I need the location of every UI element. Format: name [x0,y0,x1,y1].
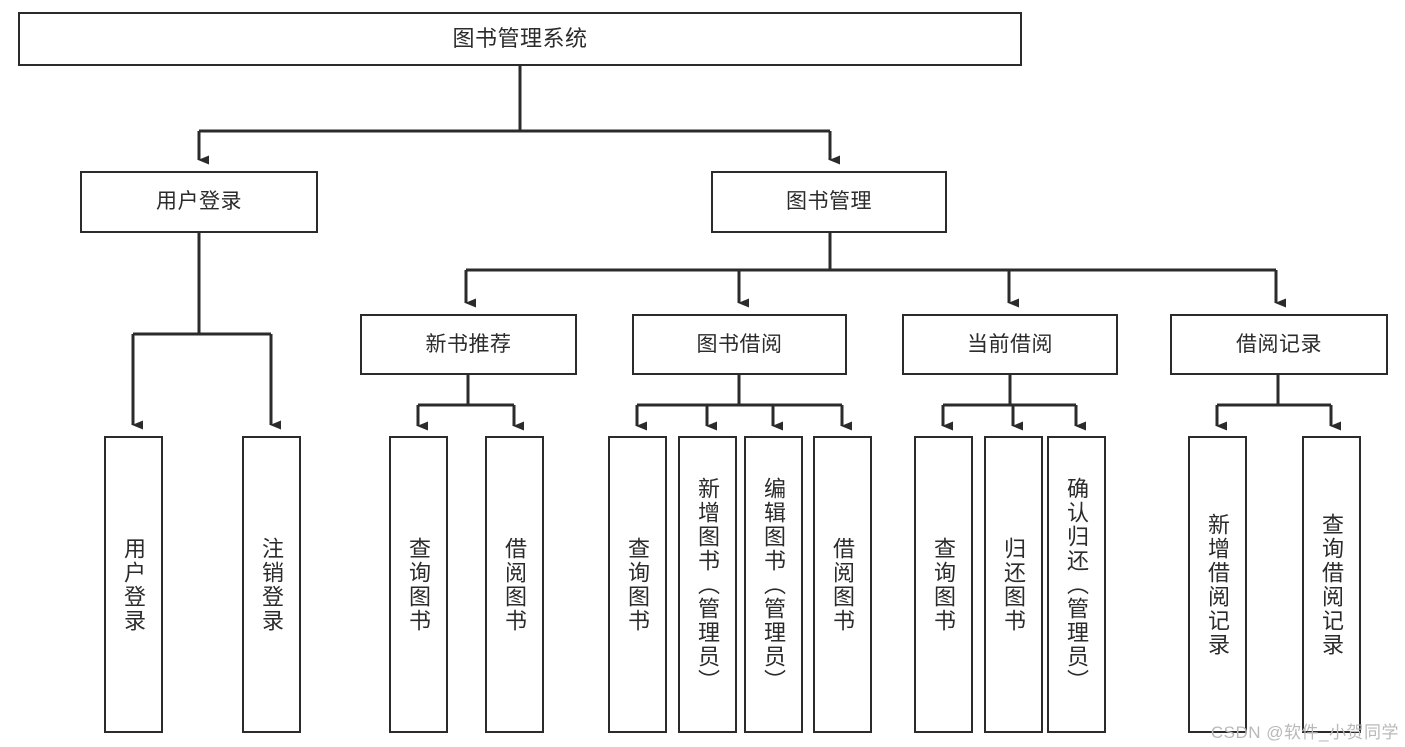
leaf-add-borrow-record-label: 新增借阅记录 [1205,512,1231,657]
leaf-query-book-recommend[interactable]: 查询图书 [389,436,448,733]
node-book-management[interactable]: 图书管理 [711,171,947,233]
node-book-management-label: 图书管理 [786,190,872,214]
node-borrow-record-label: 借阅记录 [1236,332,1322,356]
node-book-borrow[interactable]: 图书借阅 [632,314,847,375]
node-user-login-label: 用户登录 [156,190,242,214]
leaf-query-book-current[interactable]: 查询图书 [914,436,973,733]
leaf-query-book-recommend-label: 查询图书 [406,536,432,633]
node-new-book-recommend[interactable]: 新书推荐 [360,314,577,375]
leaf-add-borrow-record[interactable]: 新增借阅记录 [1188,436,1247,733]
node-current-borrow-label: 当前借阅 [967,332,1053,356]
leaf-borrow-book-recommend[interactable]: 借阅图书 [485,436,544,733]
node-book-borrow-label: 图书借阅 [696,332,783,356]
leaf-query-book-borrow-label: 查询图书 [625,536,651,633]
leaf-query-book-current-label: 查询图书 [931,536,957,633]
node-root[interactable]: 图书管理系统 [18,12,1022,66]
leaf-confirm-return-admin[interactable]: 确认归还（管理员） [1047,436,1106,733]
leaf-borrow-book[interactable]: 借阅图书 [813,436,872,733]
leaf-query-borrow-record-label: 查询借阅记录 [1319,512,1345,657]
leaf-user-login-label: 用户登录 [121,536,147,633]
leaf-query-borrow-record[interactable]: 查询借阅记录 [1302,436,1361,733]
leaf-return-book-label: 归还图书 [1001,536,1027,633]
node-borrow-record[interactable]: 借阅记录 [1170,314,1388,375]
leaf-return-book[interactable]: 归还图书 [984,436,1043,733]
leaf-add-book-admin[interactable]: 新增图书（管理员） [678,436,737,733]
leaf-edit-book-admin[interactable]: 编辑图书（管理员） [744,436,803,733]
leaf-query-book-borrow[interactable]: 查询图书 [608,436,667,733]
leaf-edit-book-admin-label: 编辑图书（管理员） [761,476,787,693]
node-new-book-recommend-label: 新书推荐 [425,332,512,356]
node-root-label: 图书管理系统 [452,25,588,51]
node-user-login[interactable]: 用户登录 [80,171,318,233]
leaf-borrow-book-recommend-label: 借阅图书 [502,536,528,633]
leaf-user-login[interactable]: 用户登录 [104,436,163,733]
node-current-borrow[interactable]: 当前借阅 [902,314,1118,375]
leaf-borrow-book-label: 借阅图书 [830,536,856,633]
leaf-confirm-return-admin-label: 确认归还（管理员） [1064,476,1090,693]
leaf-add-book-admin-label: 新增图书（管理员） [695,476,721,693]
leaf-logout[interactable]: 注销登录 [242,436,301,733]
leaf-logout-label: 注销登录 [259,536,285,633]
